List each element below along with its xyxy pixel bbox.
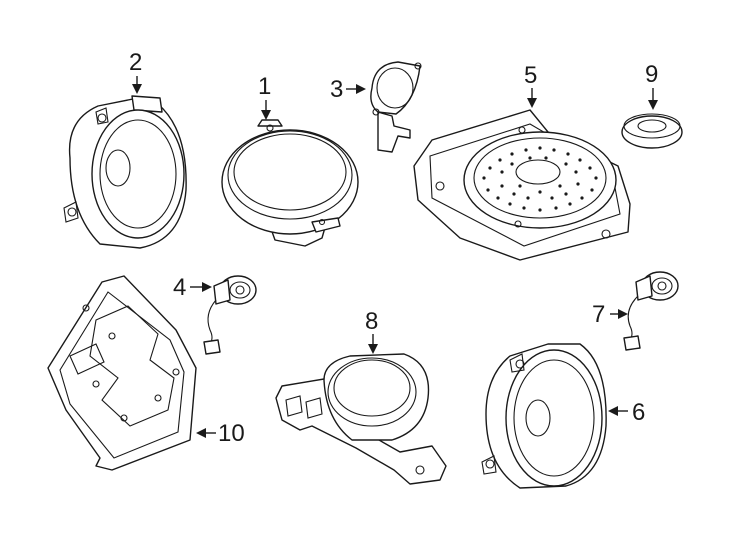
part-5-subwoofer-box [413, 109, 631, 261]
callout-4: 4 [173, 274, 212, 301]
part-1-oval-speaker [221, 119, 359, 247]
callout-5: 5 [524, 62, 537, 108]
callout-10: 10 [196, 420, 245, 447]
callout-5-label: 5 [524, 62, 537, 89]
callout-4-label: 4 [173, 274, 186, 301]
callout-7-label: 7 [592, 301, 605, 328]
callout-8: 8 [365, 308, 378, 354]
callout-9-label: 9 [645, 61, 658, 88]
callout-1: 1 [258, 73, 271, 120]
callout-3: 3 [330, 76, 366, 103]
part-2-door-speaker [63, 95, 187, 249]
callout-1-label: 1 [258, 73, 271, 100]
part-10-amplifier [47, 275, 197, 471]
part-7-tweeter [623, 271, 679, 351]
part-9-round-pad [621, 113, 683, 149]
callout-8-label: 8 [365, 308, 378, 335]
callout-7: 7 [592, 301, 628, 328]
callout-6: 6 [608, 399, 645, 426]
callout-2: 2 [129, 49, 142, 94]
part-3-mount-bracket [370, 61, 422, 153]
callout-2-label: 2 [129, 49, 142, 76]
callout-10-label: 10 [218, 420, 245, 447]
callout-9: 9 [645, 61, 658, 110]
subwoofer-grille-pattern [482, 146, 598, 212]
part-6-door-speaker [481, 343, 607, 489]
part-4-tweeter [203, 275, 257, 355]
callout-6-label: 6 [632, 399, 645, 426]
part-8-center-speaker [275, 353, 447, 485]
callout-3-label: 3 [330, 76, 343, 103]
